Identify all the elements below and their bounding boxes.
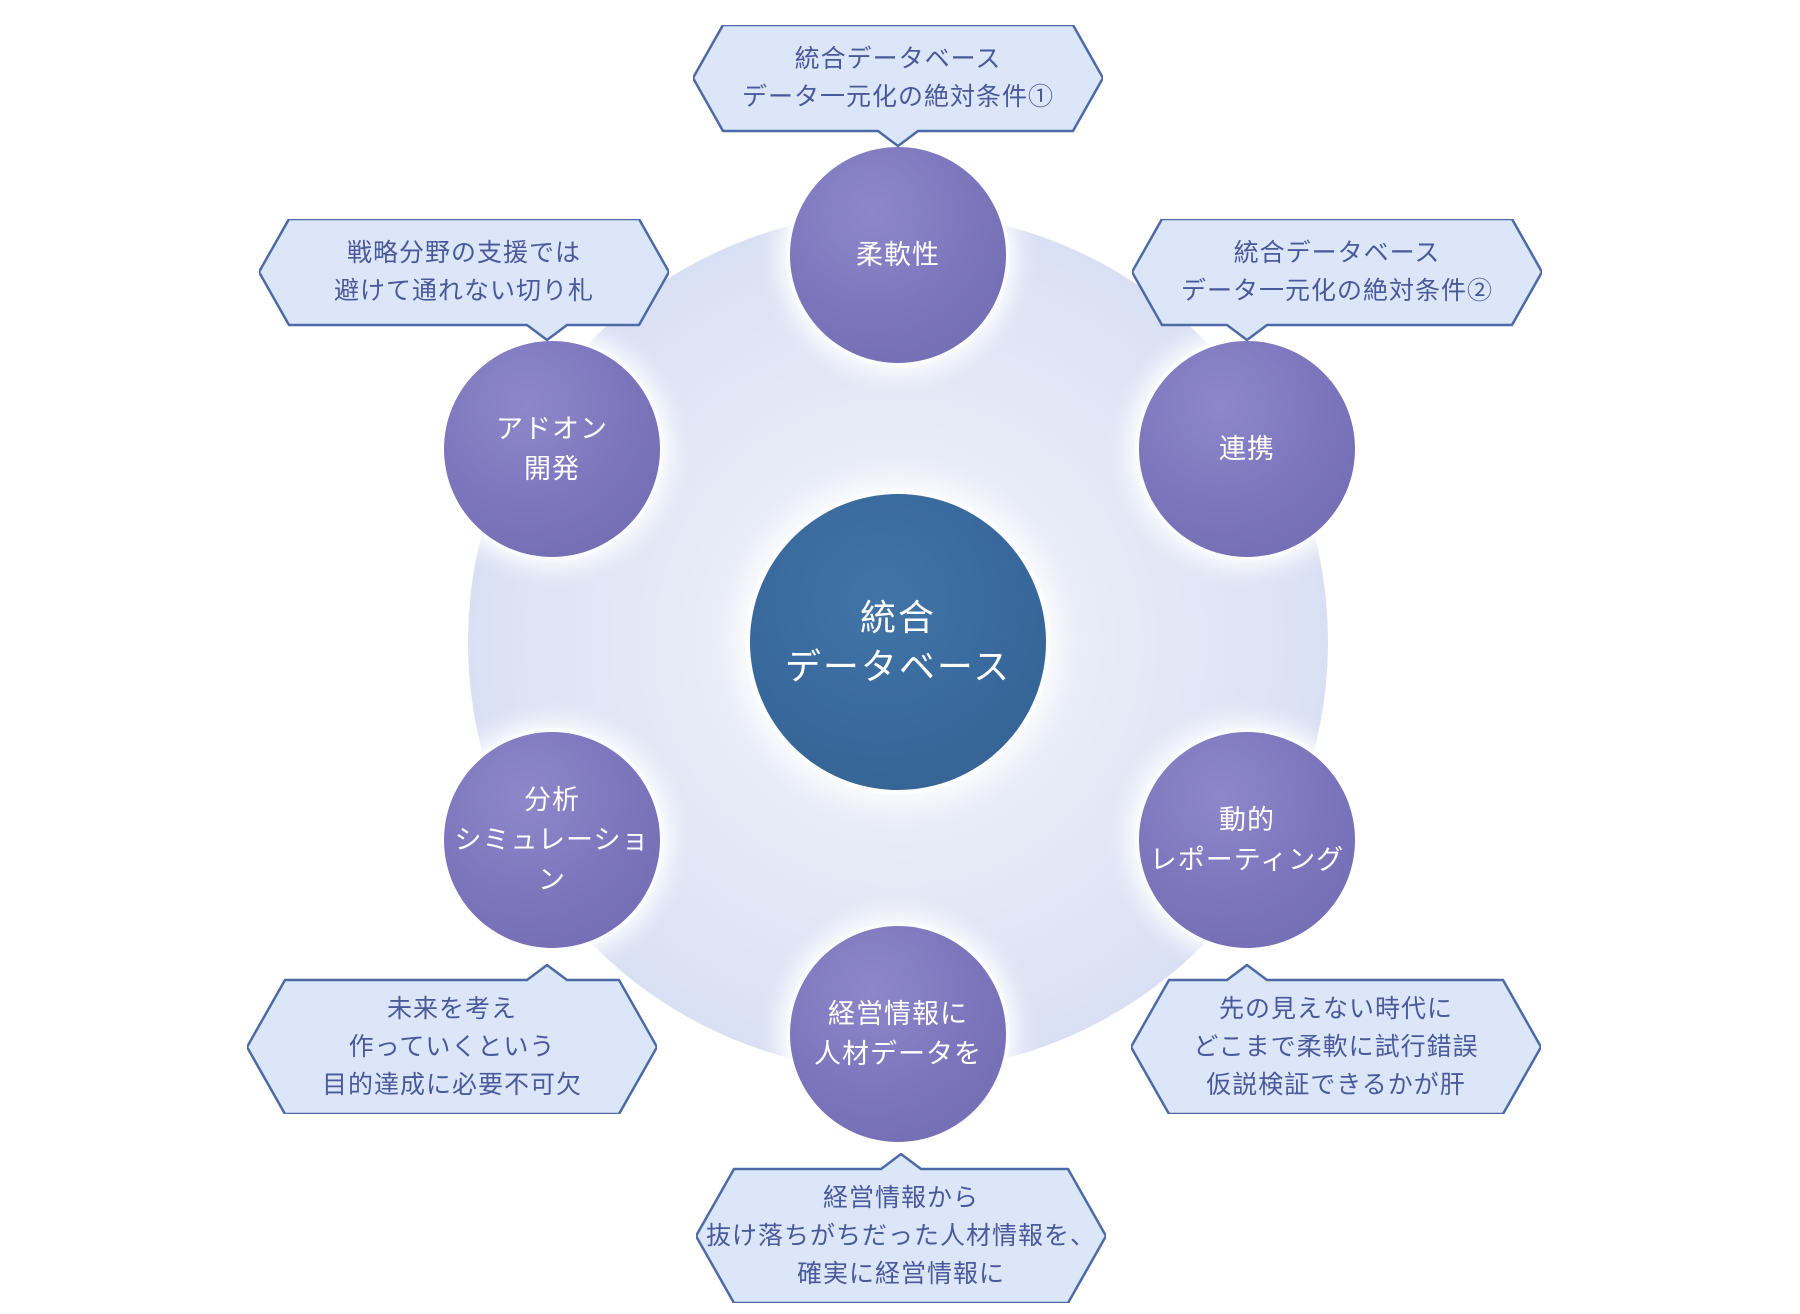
callout-analysis: 未来を考え 作っていくという 目的達成に必要不可欠 — [247, 964, 657, 1114]
callout-dynamic-reporting-shape — [1131, 964, 1541, 1114]
callout-dynamic-reporting-text: 先の見えない時代に どこまで柔軟に試行錯誤 仮説検証できるかが肝 — [1193, 995, 1479, 1099]
center-node-integrated-database: 統合 データベース — [750, 494, 1046, 790]
callout-hr-data-text: 経営情報から 抜け落ちがちだった人材情報を、 確実に経営情報に — [705, 1184, 1096, 1288]
callout-integration-shape — [1132, 219, 1542, 341]
callout-analysis-text: 未来を考え 作っていくという 目的達成に必要不可欠 — [321, 995, 582, 1099]
node-dynamic-reporting-label: 動的 レポーティング — [1149, 805, 1345, 875]
callout-addon-development: 戦略分野の支援では 避けて通れない切り札 — [259, 219, 669, 341]
node-analysis-label: 分析 シミュレーション — [454, 785, 650, 895]
node-hr-data-label: 経営情報に 人材データを — [814, 999, 982, 1069]
node-addon-development-label: アドオン 開発 — [496, 414, 608, 484]
callout-addon-development-shape — [259, 219, 669, 341]
center-node-label: 統合 データベース — [784, 597, 1012, 687]
node-analysis: 分析 シミュレーション — [444, 732, 660, 948]
callout-analysis-shape — [247, 964, 657, 1114]
callout-addon-development-text: 戦略分野の支援では 避けて通れない切り札 — [333, 239, 594, 305]
callout-integration-text: 統合データベース データ一元化の絶対条件② — [1180, 239, 1493, 305]
callout-flexibility: 統合データベース データ一元化の絶対条件① — [693, 25, 1103, 147]
node-addon-development: アドオン 開発 — [444, 341, 660, 557]
node-hr-data: 経営情報に 人材データを — [790, 926, 1006, 1142]
node-flexibility-label: 柔軟性 — [856, 240, 940, 270]
callout-hr-data-shape — [696, 1153, 1106, 1303]
callout-flexibility-shape — [693, 25, 1103, 147]
callout-flexibility-text: 統合データベース データ一元化の絶対条件① — [741, 45, 1054, 111]
node-flexibility: 柔軟性 — [790, 147, 1006, 363]
callout-hr-data: 経営情報から 抜け落ちがちだった人材情報を、 確実に経営情報に — [696, 1153, 1106, 1303]
node-integration: 連携 — [1139, 341, 1355, 557]
callout-dynamic-reporting: 先の見えない時代に どこまで柔軟に試行錯誤 仮説検証できるかが肝 — [1131, 964, 1541, 1114]
node-integration-label: 連携 — [1219, 434, 1275, 464]
node-dynamic-reporting: 動的 レポーティング — [1139, 732, 1355, 948]
callout-integration: 統合データベース データ一元化の絶対条件② — [1132, 219, 1542, 341]
